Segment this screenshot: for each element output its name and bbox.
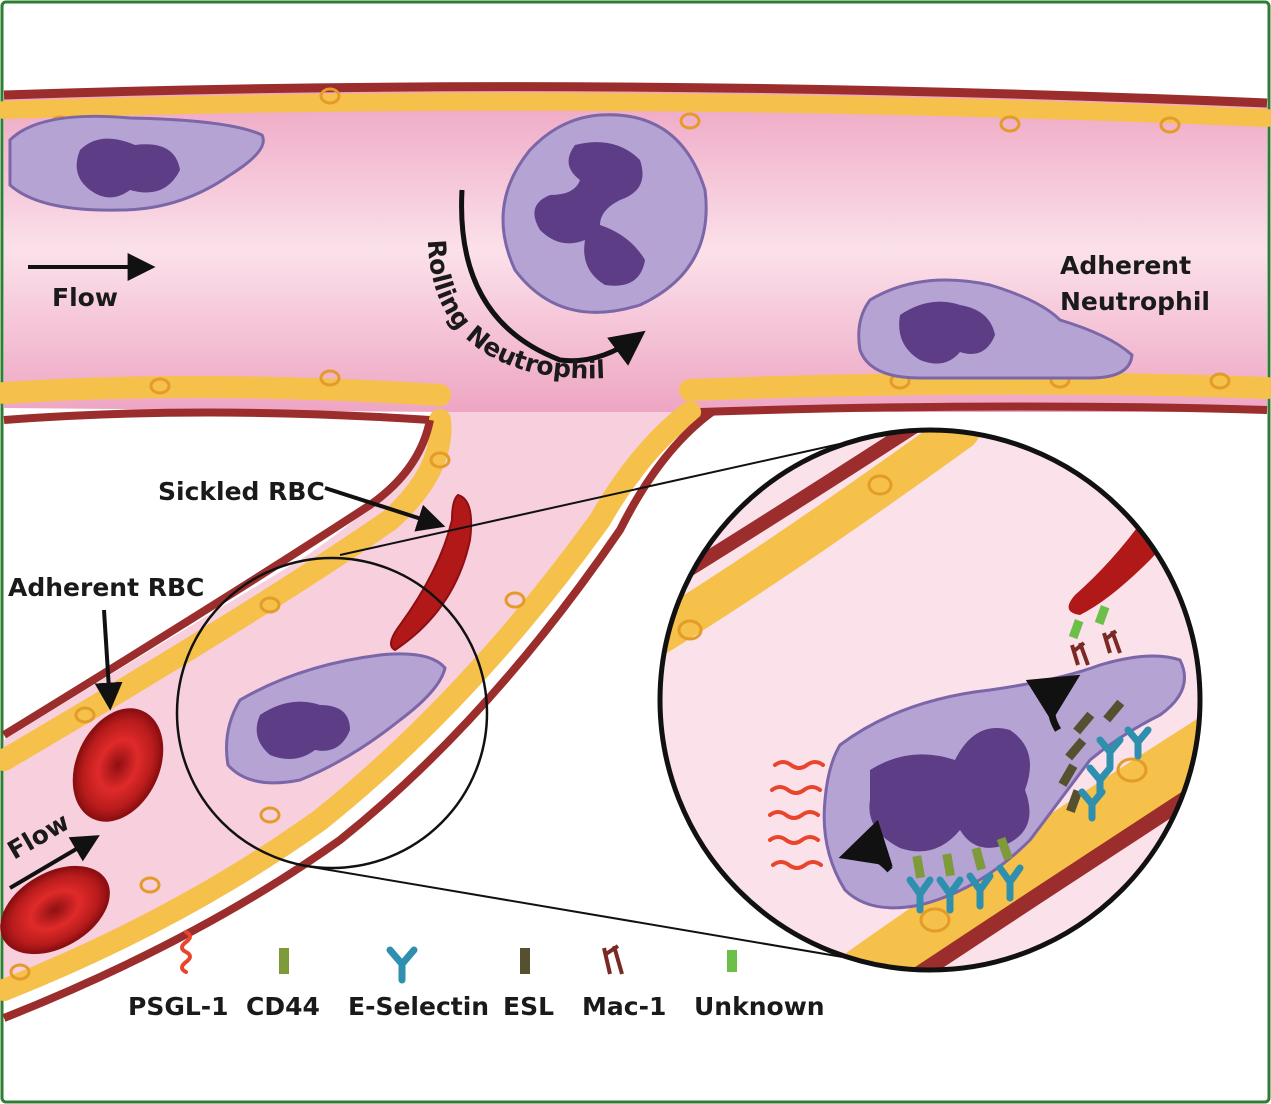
legend: PSGL-1 CD44 E-Selectin ESL Mac-1 Unknown [128,930,825,1021]
sickled-rbc-label: Sickled RBC [158,477,325,506]
adherent-neutrophil-label-1: Adherent [1060,251,1191,280]
zoom-inset [657,427,1203,973]
zoom-line-top [339,434,881,556]
bottom-receptor-group [906,836,1024,914]
adherent-rbc-label: Adherent RBC [8,573,204,602]
rolling-neutrophil [501,113,708,314]
rolling-arrow [459,189,646,366]
e-selectin-y-icon [386,946,418,984]
legend-unknown: Unknown [694,992,825,1021]
right-receptor-group [1058,699,1152,822]
inset-arrow-upper [1025,674,1081,732]
zoom-source-circle [175,556,489,870]
adherent-rbc-pointer [94,609,123,711]
neutrophil-top-left [8,114,265,212]
sickled-rbc-pointer [324,486,446,532]
flow-arrow-bottom [8,835,100,890]
cd44-bar-icon [279,948,289,974]
mac1-icon [602,944,624,975]
branch-upper-wall [1,419,434,739]
legend-e-selectin: E-Selectin [348,992,489,1021]
lower-right-endothelium [679,372,1271,401]
legend-psgl1: PSGL-1 [128,992,229,1021]
psgl1-wavy-icon [180,930,192,974]
unknown-bar-icon [727,950,737,972]
top-wall [3,82,1268,108]
top-receptor-group [1068,605,1122,666]
lower-left-wall [3,408,431,424]
esl-bar-icon [520,948,530,974]
adherent-neutrophil [857,278,1134,380]
adherent-neutrophil-label-2: Neutrophil [1060,287,1210,316]
lower-right-wall [699,402,1268,416]
legend-esl: ESL [503,992,554,1021]
neutrophil-branch [225,652,447,785]
sickled-rbc [390,493,473,652]
branch-lower-endothelium [0,401,701,1001]
legend-cd44: CD44 [246,992,320,1021]
flow-label-top: Flow [52,283,118,312]
adherent-rbc [72,708,164,822]
top-endothelium [0,92,1271,127]
inset-arrow-lower [838,819,893,873]
lower-left-endothelium [0,375,451,406]
branch-lower-wall [2,408,715,1022]
legend-mac1: Mac-1 [582,992,666,1021]
rbc-lower [0,865,110,955]
psgl1-group [768,760,825,870]
endothelial-nuclei [9,87,1231,981]
zoom-line-bottom [299,864,891,966]
